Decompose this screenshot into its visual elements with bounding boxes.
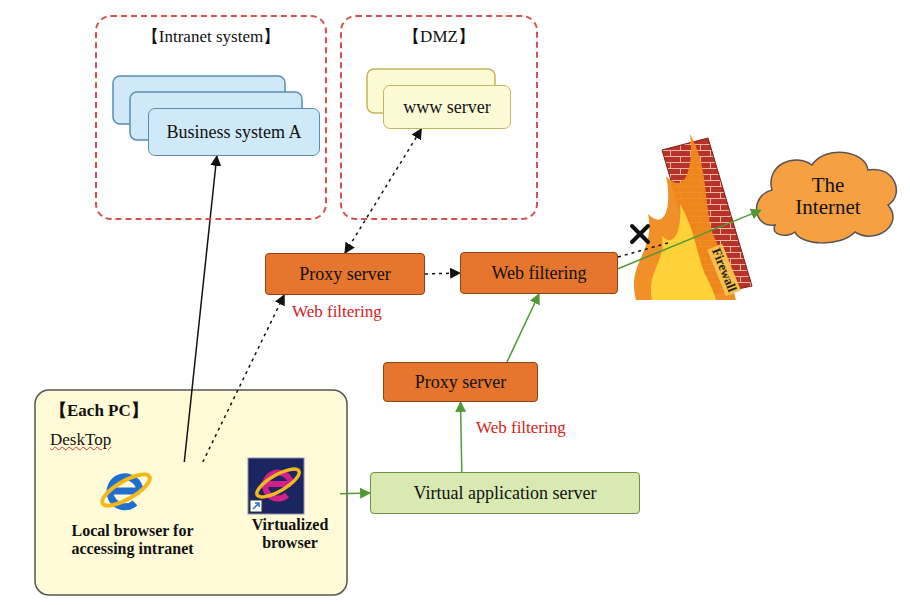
node-label: Web filtering: [491, 263, 586, 284]
block-mark: [632, 226, 648, 242]
connector-arrow: [340, 492, 370, 494]
zone-region: 【DMZ】 www server: [340, 15, 538, 220]
node-label: Proxy server: [415, 372, 506, 393]
connector-arrow: [184, 156, 217, 462]
node-label: www server: [403, 97, 490, 118]
connector-arrow: [345, 129, 421, 253]
browser-icon: Virtualized browser: [240, 458, 340, 586]
internet-cloud: The Internet: [758, 152, 898, 240]
virtual-browser-icon-graphic: [248, 458, 304, 514]
node-label: Proxy server: [299, 264, 390, 285]
node-label: Virtual application server: [414, 483, 597, 504]
zone-region: 【Intranet system】 Business system A: [95, 15, 327, 220]
proxy-box: Proxy server: [265, 253, 425, 295]
connector-arrow: [425, 273, 460, 274]
node-label: 【DMZ】: [342, 25, 536, 48]
node-label: Business system A: [166, 122, 301, 143]
app-server-box: Virtual application server: [370, 472, 640, 514]
connector-arrow: [203, 295, 284, 462]
node-label: Local browser for accessing intranet: [40, 522, 225, 559]
pc-region: 【Each PC】 DeskTopLocal browser for access…: [35, 390, 347, 595]
node-label: 【Intranet system】: [97, 25, 325, 48]
connector-arrow: [461, 402, 462, 472]
node-label: 【Each PC】: [50, 399, 332, 422]
internet-cloud-shape: [757, 152, 897, 243]
connector-arrow: [618, 210, 761, 269]
system-box: Business system A: [148, 108, 320, 156]
browser-icon: Local browser for accessing intranet: [40, 462, 225, 582]
node-label: Virtualized browser: [240, 516, 340, 553]
firewall-label: Firewall: [707, 244, 741, 296]
node-label: DeskTop: [50, 430, 332, 450]
server-box: www server: [383, 85, 511, 129]
firewall-illustration: [634, 134, 752, 300]
pc-panel: [35, 390, 347, 595]
node-label: The Internet: [782, 174, 874, 218]
annotation-label: Web filtering: [292, 302, 382, 322]
blocked-line: [618, 243, 668, 257]
connector-arrow: [507, 294, 539, 362]
annotation-label: Web filtering: [476, 418, 566, 438]
browser-icon-graphic: [98, 469, 154, 512]
proxy-box: Proxy server: [383, 362, 538, 402]
filter-box: Web filtering: [460, 252, 618, 294]
